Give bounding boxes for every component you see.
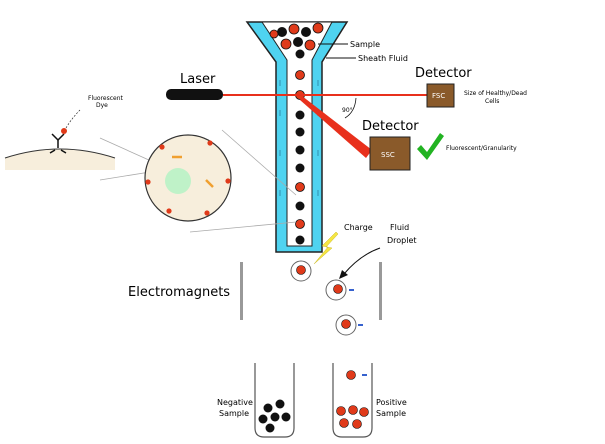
negative-sample-line2: Sample [219,409,249,418]
negative-sample-tube [254,363,295,438]
positive-sample-line2: Sample [376,409,406,418]
positive-sample-tube [332,363,373,438]
lightning-bolt-icon [313,231,339,265]
side-scatter-beam [300,96,372,158]
size-note-line2: Cells [485,98,499,105]
droplet-1 [290,260,312,282]
electromagnet-right [379,262,382,320]
granularity-note: Fluorescent/Granularity [446,145,517,152]
fluid-droplet-line2: Droplet [387,236,417,245]
check-mark-icon [417,133,444,160]
fsc-box [426,83,455,108]
angle-label: 90° [342,107,353,114]
cell-nucleus [165,168,191,194]
organelle-2 [205,179,214,188]
magnify-lines [99,129,297,233]
droplet-3 [335,314,363,336]
antibody-icon [49,133,67,154]
cell-membrane-surface [5,149,115,170]
fluorescent-dye-line1: Fluorescent [88,95,124,102]
laser-body [166,89,223,100]
ssc-box-label: SSC [381,151,395,159]
fluid-droplet-line1: Fluid [390,223,409,232]
electromagnet-left [240,262,243,320]
ssc-box [369,136,411,171]
electromagnets-label: Electromagnets [128,285,230,300]
laser-label: Laser [180,72,216,87]
fluorescent-dye-dot [61,128,67,134]
ssc-detector: Detector SSC [362,119,419,171]
sheath-fluid-label: Sheath Fluid [358,54,408,63]
sample-cells-top [269,22,324,59]
negative-sample-line1: Negative [217,398,253,407]
angle-arc [344,97,357,119]
ssc-detector-label: Detector [362,119,419,134]
fluorescent-dye-line2: Dye [96,102,108,109]
fsc-box-label: FSC [432,92,445,100]
size-note-line1: Size of Healthy/Dead [464,90,527,97]
fsc-detector-label: Detector [415,66,472,81]
charge-label: Charge [344,223,373,232]
cell-surface-closeup: Fluorescent Dye [4,95,124,170]
sample-label-group: Sample [318,40,380,49]
sheath-fluid-label-group: Sheath Fluid [326,54,408,63]
droplet-arrow [343,247,381,275]
positive-sample-line1: Positive [376,398,407,407]
droplet-2 [325,279,354,301]
sample-label: Sample [350,40,380,49]
magnified-cell [144,134,232,222]
fsc-detector: Detector FSC Size of Healthy/Dead Cells [415,66,527,108]
laser-source: Laser [166,72,223,100]
